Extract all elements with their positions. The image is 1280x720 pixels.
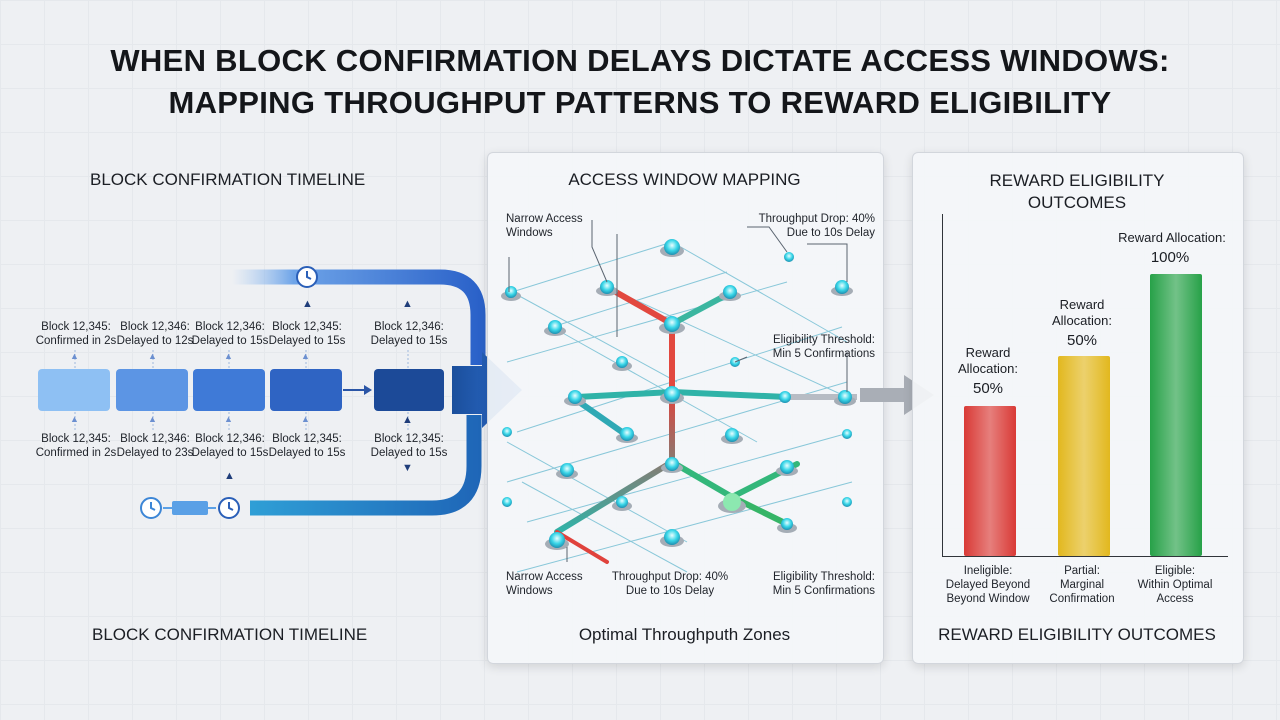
throughput-drop-label-top: Throughput Drop: 40% Due to 10s Delay bbox=[758, 213, 875, 239]
timeline-block bbox=[38, 369, 110, 411]
warning-icon: ▲ bbox=[402, 414, 413, 426]
timeline-title-bottom: BLOCK CONFIRMATION TIMELINE bbox=[92, 625, 368, 644]
title-line-1: WHEN BLOCK CONFIRMATION DELAYS DICTATE A… bbox=[110, 43, 1170, 78]
network-nodes bbox=[501, 239, 856, 550]
block-label-bottom: Block 12,345: Confirmed in 2s bbox=[35, 433, 117, 459]
warning-icon: ▼ bbox=[402, 462, 413, 474]
timeline-title-top: BLOCK CONFIRMATION TIMELINE bbox=[90, 170, 366, 189]
block-label-top: Block 12,346: Delayed to 15s bbox=[370, 321, 448, 347]
bar-value-ineligible: 50% bbox=[972, 380, 1004, 397]
warning-icon: ▲ bbox=[224, 351, 233, 361]
warning-icon: ▲ bbox=[224, 414, 233, 424]
timeline-top-pipe bbox=[232, 269, 486, 365]
clock-icon bbox=[218, 497, 240, 519]
mapping-title: ACCESS WINDOW MAPPING bbox=[568, 170, 801, 189]
bar-label-eligible: Reward Allocation: bbox=[1118, 230, 1226, 245]
bar-value-eligible: 100% bbox=[1150, 249, 1190, 266]
warning-icon: ▲ bbox=[301, 414, 310, 424]
chart-x-axis bbox=[942, 556, 1228, 557]
throughput-drop-label-bottom: Throughput Drop: 40% Due to 10s Delay bbox=[611, 571, 729, 597]
block-label-bottom: Block 12,345: Delayed to 15s bbox=[268, 433, 346, 459]
timeline-block bbox=[116, 369, 188, 411]
bar-ineligible bbox=[964, 406, 1016, 556]
warning-icon: ▲ bbox=[302, 298, 313, 310]
bar-category-ineligible: Ineligible: Delayed Beyond Beyond Window bbox=[945, 565, 1031, 605]
warning-icon: ▲ bbox=[224, 470, 235, 482]
narrow-access-label-bottom: Narrow Access Windows bbox=[506, 571, 583, 597]
bar-value-partial: 50% bbox=[1066, 332, 1098, 349]
block-label-bottom: Block 12,346: Delayed to 15s bbox=[191, 433, 269, 459]
bar-label-ineligible: Reward Allocation: bbox=[958, 345, 1018, 376]
timeline-block bbox=[374, 369, 444, 411]
clock-icon bbox=[296, 266, 318, 288]
warning-icon: ▲ bbox=[148, 414, 157, 424]
rewards-title: REWARD ELIGIBILITY OUTCOMES bbox=[989, 171, 1165, 212]
reward-bar-chart: Reward Allocation: 50% Reward Allocation… bbox=[912, 152, 1242, 662]
clock-icon bbox=[140, 497, 162, 519]
warning-icon: ▲ bbox=[301, 351, 310, 361]
mapping-footer: Optimal Throughputh Zones bbox=[578, 625, 791, 644]
access-window-mapping-panel bbox=[487, 152, 884, 664]
bar-category-eligible: Eligible: Within Optimal Access bbox=[1137, 565, 1213, 605]
warning-icon: ▲ bbox=[148, 351, 157, 361]
bar-eligible bbox=[1150, 274, 1202, 556]
narrow-access-label-top: Narrow Access Windows bbox=[506, 213, 583, 239]
warning-icon: ▲ bbox=[70, 414, 79, 424]
eligibility-threshold-label-mid: Eligibility Threshold: Min 5 Confirmatio… bbox=[772, 334, 875, 360]
block-label-top: Block 12,345: Confirmed in 2s bbox=[35, 321, 117, 347]
bar-label-partial: Reward Allocation: bbox=[1052, 297, 1112, 328]
block-label-top: Block 12,346: Delayed to 15s bbox=[191, 321, 269, 347]
network-graph bbox=[501, 220, 857, 573]
warning-icon: ▲ bbox=[402, 298, 413, 310]
page-title: WHEN BLOCK CONFIRMATION DELAYS DICTATE A… bbox=[0, 40, 1280, 124]
timeline-bottom-pipe bbox=[250, 415, 482, 516]
rewards-footer: REWARD ELIGIBILITY OUTCOMES bbox=[938, 625, 1216, 644]
block-label-bottom: Block 12,346: Delayed to 23s bbox=[116, 433, 194, 459]
warning-icon: ▲ bbox=[70, 351, 79, 361]
chart-y-axis bbox=[942, 214, 943, 556]
title-line-2: MAPPING THROUGHPUT PATTERNS TO REWARD EL… bbox=[168, 85, 1112, 120]
timeline-block bbox=[193, 369, 265, 411]
bar-partial bbox=[1058, 356, 1110, 556]
bar-category-partial: Partial: Marginal Confirmation bbox=[1049, 565, 1115, 605]
block-label-bottom: Block 12,345: Delayed to 15s bbox=[370, 433, 448, 459]
block-label-top: Block 12,346: Delayed to 12s bbox=[116, 321, 194, 347]
timeline-block bbox=[270, 369, 342, 411]
eligibility-threshold-label-bottom: Eligibility Threshold: Min 5 Confirmatio… bbox=[772, 571, 875, 597]
block-label-top: Block 12,345: Delayed to 15s bbox=[268, 321, 346, 347]
